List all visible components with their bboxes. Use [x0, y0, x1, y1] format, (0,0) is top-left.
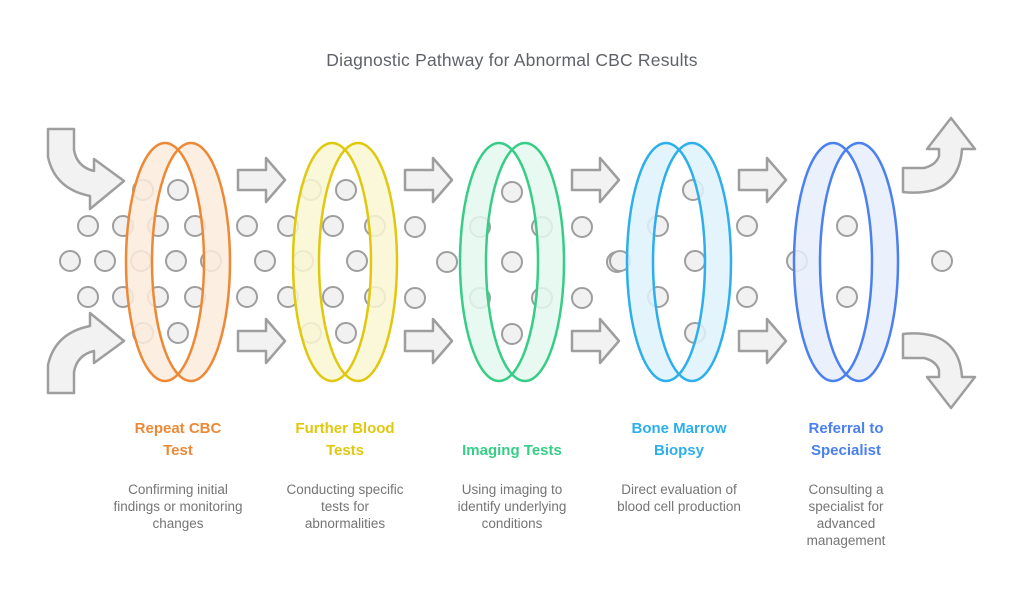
stage-description: Direct evaluation of blood cell producti…	[617, 482, 741, 514]
flow-arrow	[737, 156, 788, 204]
flow-arrow	[403, 317, 454, 365]
background-dot	[322, 286, 344, 308]
stage-ring-3	[484, 141, 566, 383]
stage-ring-fill-3	[460, 143, 564, 381]
stage-ring-3	[458, 141, 540, 383]
outflow-arrow-top	[901, 116, 977, 194]
diagram-title: Diagnostic Pathway for Abnormal CBC Resu…	[326, 50, 698, 70]
inflow-arrow-bottom	[46, 311, 126, 395]
background-dot	[501, 181, 523, 203]
flow-arrow	[236, 156, 287, 204]
stage-ring-fill-1	[126, 143, 230, 381]
background-dot	[436, 251, 458, 273]
stage-heading: Repeat CBC Test	[134, 420, 222, 459]
stage-description: Using imaging to identify underlying con…	[457, 482, 567, 531]
stage-ring-fill-2	[293, 142, 397, 382]
stage-ring-1	[150, 141, 232, 383]
stage-heading: Further Blood Tests	[295, 420, 395, 459]
background-dot	[404, 216, 426, 238]
background-dot	[501, 323, 523, 345]
stage-label-further-blood-tests: Further Blood Tests Conducting specific …	[280, 418, 410, 532]
stage-description: Consulting a specialist for advanced man…	[806, 482, 886, 548]
stage-label-imaging-tests: Imaging Tests Using imaging to identify …	[442, 418, 582, 532]
background-dot	[77, 286, 99, 308]
background-dot	[346, 250, 368, 272]
stage-heading: Imaging Tests	[462, 442, 562, 459]
inflow-arrow-top	[46, 127, 126, 211]
stage-description: Conducting specific tests for abnormalit…	[286, 482, 404, 531]
stage-ring-4	[625, 141, 707, 383]
background-dot	[167, 179, 189, 201]
stage-description: Confirming initial findings or monitorin…	[113, 482, 243, 531]
background-dot	[322, 215, 344, 237]
flow-arrow	[403, 156, 454, 204]
stage-ring-2	[317, 141, 399, 383]
background-dot	[931, 250, 953, 272]
background-dot	[404, 287, 426, 309]
background-dot	[571, 216, 593, 238]
background-dot	[236, 286, 258, 308]
background-dot	[736, 286, 758, 308]
stage-label-referral-to-specialist: Referral to Specialist Consulting a spec…	[794, 418, 898, 549]
flow-arrow	[737, 317, 788, 365]
outflow-arrow-bottom	[901, 332, 977, 410]
background-dot	[335, 322, 357, 344]
stage-heading: Bone Marrow Biopsy	[631, 420, 727, 459]
background-dot	[571, 287, 593, 309]
flow-arrow	[570, 317, 621, 365]
background-dot	[77, 215, 99, 237]
stage-ring-4	[651, 141, 733, 383]
stage-ring-5	[818, 141, 900, 383]
background-dot	[836, 215, 858, 237]
background-dot	[167, 322, 189, 344]
background-dot	[59, 250, 81, 272]
background-dot	[501, 251, 523, 273]
background-dot	[836, 286, 858, 308]
stage-labels-row: Repeat CBC Test Confirming initial findi…	[0, 418, 1024, 578]
flow-arrow	[570, 156, 621, 204]
background-dot	[254, 250, 276, 272]
background-dot	[236, 215, 258, 237]
background-dot	[335, 179, 357, 201]
stage-label-repeat-cbc-test: Repeat CBC Test Confirming initial findi…	[113, 418, 243, 532]
background-dot	[684, 250, 706, 272]
stage-ring-2	[291, 141, 373, 383]
stage-heading: Referral to Specialist	[808, 420, 884, 459]
stage-label-bone-marrow-biopsy: Bone Marrow Biopsy Direct evaluation of …	[611, 418, 747, 515]
stage-ring-fill-4	[627, 143, 731, 381]
stage-ring-5	[792, 141, 874, 383]
background-dot	[736, 215, 758, 237]
background-dot	[94, 250, 116, 272]
flow-arrow	[236, 317, 287, 365]
background-dot	[165, 250, 187, 272]
stage-ring-fill-5	[794, 143, 898, 381]
stage-ring-1	[124, 141, 206, 383]
